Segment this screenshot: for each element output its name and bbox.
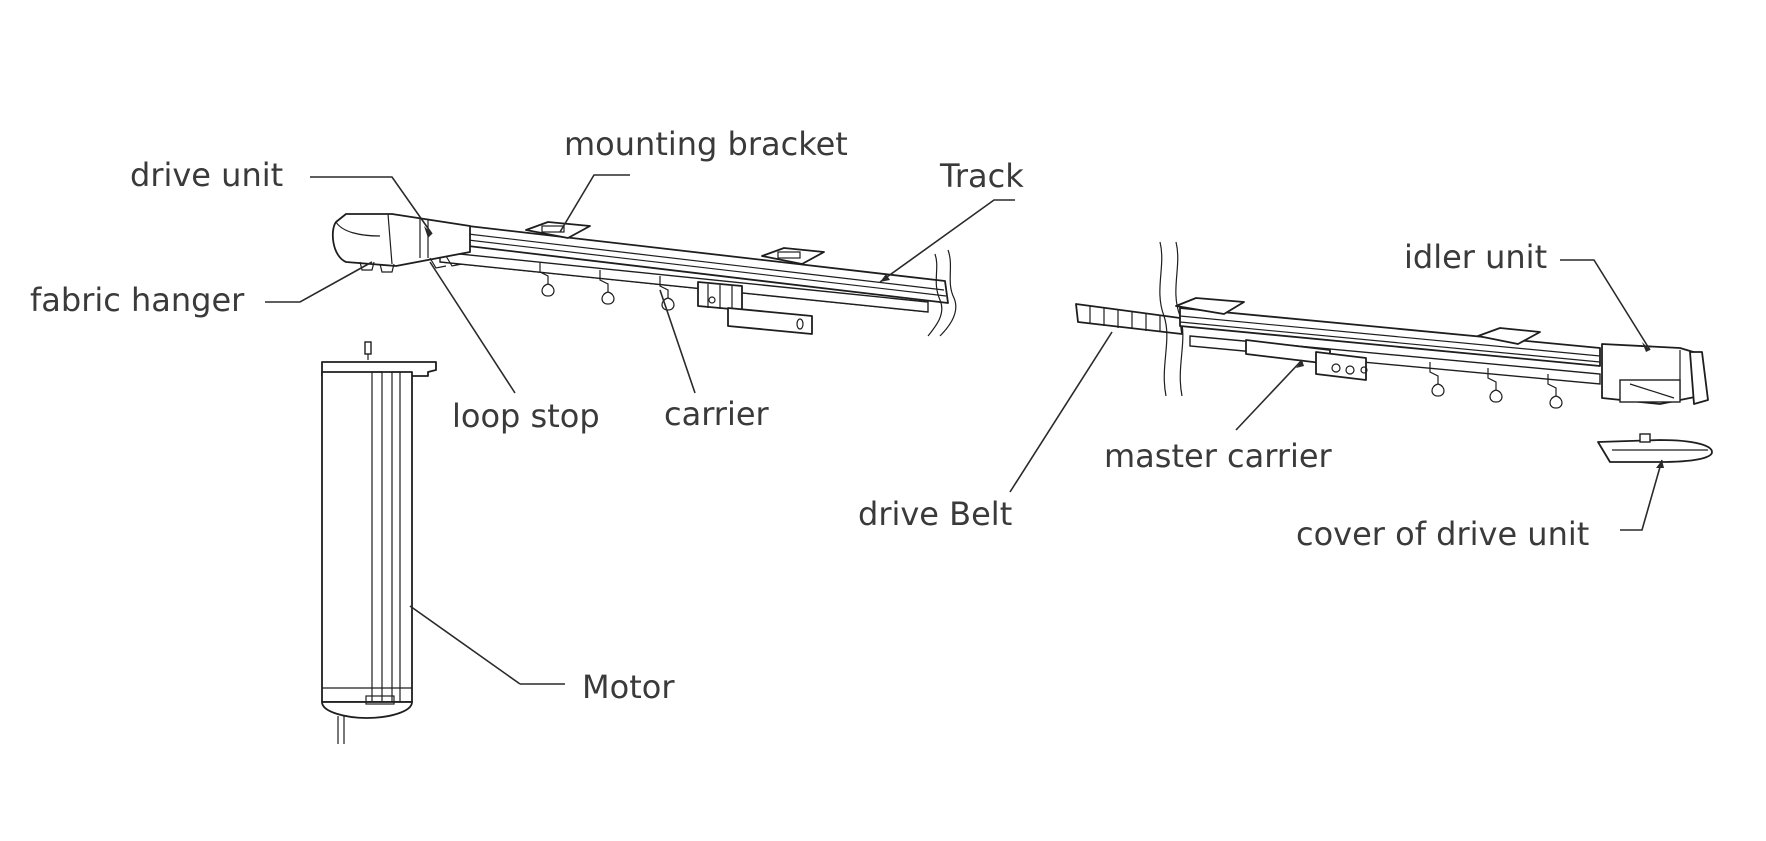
- motor-assembly: [321, 341, 565, 744]
- label-cover-of-drive-unit: cover of drive unit: [1296, 515, 1589, 553]
- drive-belt: [1075, 303, 1183, 335]
- left-mounting-bracket-1: [525, 221, 591, 239]
- label-track: Track: [939, 157, 1024, 195]
- label-loop-stop: loop stop: [452, 397, 600, 435]
- left-track-assembly: [265, 174, 1015, 394]
- left-mounting-bracket-2: [761, 247, 825, 265]
- label-idler-unit: idler unit: [1404, 238, 1547, 276]
- label-motor: Motor: [582, 668, 675, 706]
- label-fabric-hanger: fabric hanger: [30, 281, 245, 319]
- label-drive-unit: drive unit: [130, 156, 283, 194]
- left-track-rail: [439, 225, 957, 337]
- label-drive-belt: drive Belt: [858, 495, 1012, 533]
- label-mounting-bracket: mounting bracket: [564, 125, 848, 163]
- label-master-carrier: master carrier: [1104, 437, 1333, 475]
- label-carrier: carrier: [664, 395, 770, 433]
- left-master-carrier: [697, 281, 813, 335]
- drive-unit-body: [331, 213, 471, 273]
- idler-unit-body: [1601, 343, 1709, 405]
- right-track-assembly: [1009, 241, 1713, 531]
- drive-unit-cover: [1597, 433, 1713, 463]
